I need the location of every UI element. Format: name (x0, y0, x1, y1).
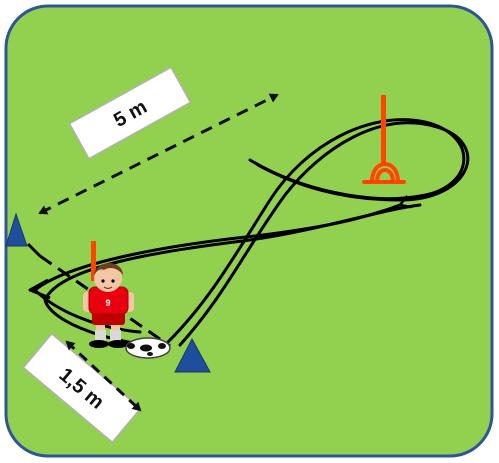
hurdle-arch-icon (362, 162, 406, 184)
cone-icon (5, 212, 28, 247)
soccer-ball-icon (125, 337, 171, 359)
player-icon: 9 (83, 263, 134, 348)
cone-icon (174, 337, 211, 373)
player-shirt-number: 9 (105, 298, 110, 308)
dimension-arrow-icon (38, 93, 279, 215)
pole-icon (91, 241, 96, 281)
running-track (32, 118, 470, 347)
track-direction-arrow (28, 278, 51, 300)
pole-icon (381, 95, 386, 163)
